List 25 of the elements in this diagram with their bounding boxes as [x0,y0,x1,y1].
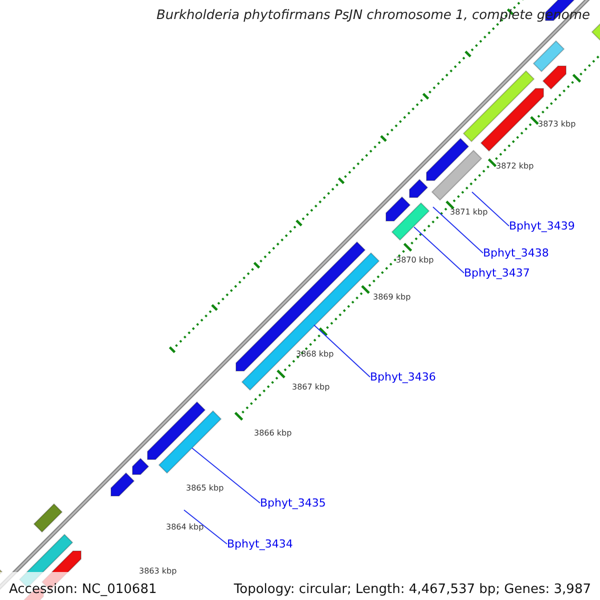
gene-label: Bphyt_3439 [509,220,575,232]
scale-label: 3872 kbp [496,162,534,170]
gene-label: Bphyt_3437 [464,266,530,280]
scale-label: 3868 kbp [296,350,334,358]
leader-line [184,510,228,544]
scale-label: 3869 kbp [373,292,411,302]
scale-label: 3866 kbp [254,428,292,438]
gene-label: Bphyt_3438 [483,246,549,260]
leader-line [192,448,260,504]
gene-label: Bphyt_3436 [370,370,436,384]
scale-label: 3873 kbp [538,120,576,128]
scale-label: 3864 kbp [166,522,204,532]
leader-line [432,206,484,254]
leader-line [314,324,370,378]
leader-line [472,192,510,226]
accession-text: Accession: NC_010681 [9,582,157,597]
scale-label: 3863 kbp [139,566,177,576]
scale-label: 3867 kbp [292,382,330,392]
leader-line [414,226,464,274]
scale-label: 3871 kbp [450,208,488,216]
gene-label: Bphyt_3435 [260,496,326,510]
scale-label: 3870 kbp [396,256,434,264]
topology-text: Topology: circular; Length: 4,467,537 bp; Genes: 3,987 [234,582,591,597]
scale-label: 3865 kbp [186,484,224,492]
gene-label: Bphyt_3434 [227,538,293,550]
